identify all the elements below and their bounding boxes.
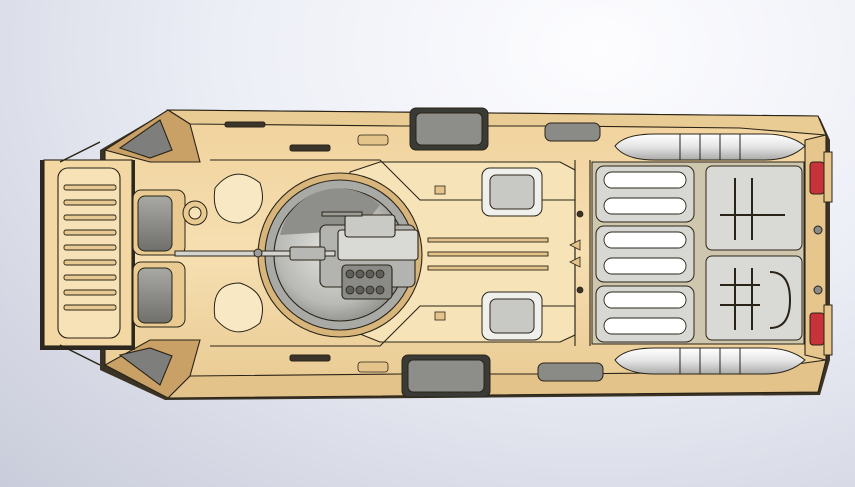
deck-details (59, 134, 584, 373)
deck-slots (427, 237, 549, 271)
cab-vent (63, 274, 117, 281)
periscope-ring-inner (188, 206, 202, 220)
cab-vent (63, 184, 117, 191)
tool-bracket-bottom (537, 362, 604, 382)
muzzle (253, 248, 263, 258)
deck-bolt (576, 210, 584, 218)
front-ports (213, 173, 263, 333)
launcher-tube (345, 285, 355, 295)
cab-vents (63, 184, 117, 311)
deck-plate (434, 311, 446, 321)
deck-cleat (569, 256, 581, 268)
port-top (213, 173, 263, 224)
mirror-arm (59, 141, 101, 163)
radiator-slot (603, 231, 687, 249)
antenna-mount (357, 361, 389, 373)
exhaust-bottom (614, 347, 806, 375)
hull-handle (289, 144, 331, 152)
deck-slot (427, 251, 549, 257)
cab-vent (63, 259, 117, 266)
hull-handle (224, 121, 266, 128)
grate-panel-bottom (705, 255, 803, 341)
side-handles (224, 121, 604, 382)
side-hatch-bottom (407, 359, 485, 393)
launcher-tube (355, 269, 365, 279)
grate-bars (720, 178, 792, 330)
radiator-slots (603, 171, 687, 335)
cab-vent (63, 244, 117, 251)
driver-hatch-right-cover (137, 267, 173, 324)
launcher-tube (375, 269, 385, 279)
deck-hatch-top-inner (489, 174, 535, 210)
cab-vent (63, 214, 117, 221)
side-hatch-top (415, 112, 483, 146)
exhaust-top (614, 133, 806, 161)
coax-gun (321, 211, 363, 217)
deck-bolt (576, 286, 584, 294)
mirror-arm (59, 344, 101, 366)
sight-box (344, 214, 396, 238)
tail-light-bottom (809, 312, 825, 346)
cab-panel (57, 167, 121, 339)
driver-hatch-left-cover (137, 195, 173, 252)
tail-light-top (809, 161, 825, 195)
tail-light-bracket (823, 151, 833, 203)
main-gun[interactable] (174, 211, 363, 261)
tail-lights (809, 151, 833, 356)
port-bottom (213, 282, 263, 333)
launcher-tubes (345, 269, 385, 295)
gun-sleeve (289, 246, 326, 261)
grate-hook (769, 271, 792, 329)
engine-grilles (591, 161, 805, 345)
exhaust (614, 133, 806, 375)
hull-handle (289, 354, 331, 362)
radiator-slot (603, 197, 687, 215)
deck-cleat (569, 239, 581, 251)
radiator-slot (603, 257, 687, 275)
antenna-mount (357, 134, 389, 146)
deck-hatch-bottom-inner (489, 298, 535, 334)
deck-plate (434, 185, 446, 195)
launcher-tube (355, 285, 365, 295)
grate-panel-top (705, 165, 803, 251)
radiator-slot (603, 171, 687, 189)
driver-hatches (132, 189, 208, 328)
front-armor-wedge-lower (118, 347, 173, 386)
launcher-tube (345, 269, 355, 279)
launcher-tube (365, 285, 375, 295)
launcher-tube (375, 285, 385, 295)
cab-vent (63, 289, 117, 296)
radiator-slot (603, 317, 687, 335)
side-hatches (401, 107, 543, 398)
tail-light-bracket (823, 304, 833, 356)
tool-bracket-top (544, 122, 601, 142)
tow-hook (813, 225, 823, 235)
cab-vent (63, 304, 117, 311)
radiator-slot (603, 291, 687, 309)
front-cab (40, 159, 135, 350)
front-armor-wedge (118, 119, 173, 159)
cab-vent (63, 229, 117, 236)
deck-slot (427, 265, 549, 271)
cab-vent (63, 199, 117, 206)
tow-hook (813, 285, 823, 295)
launcher-tube (365, 269, 375, 279)
deck-slot (427, 237, 549, 243)
